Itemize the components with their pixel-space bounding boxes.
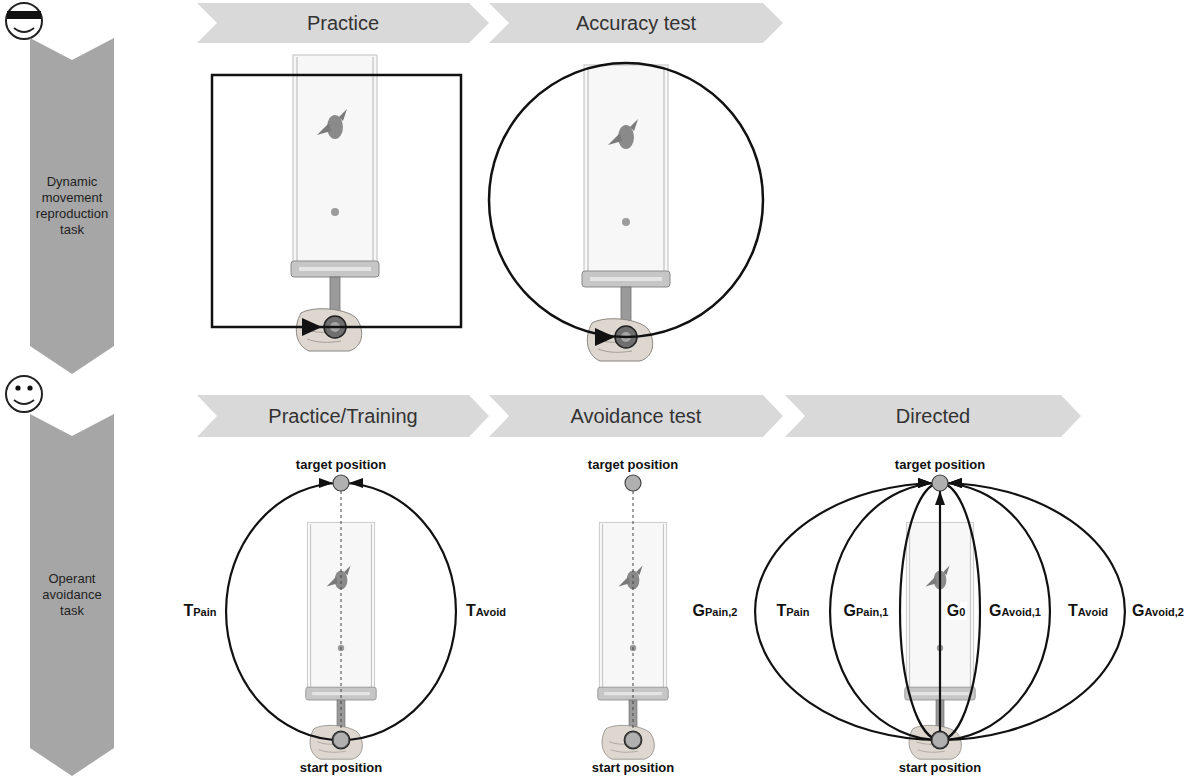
trajectory-path xyxy=(341,483,456,740)
direction-arrow xyxy=(302,318,322,336)
task-band: Operant avoidance task xyxy=(30,414,114,776)
dashed-midline xyxy=(341,491,342,732)
dashed-midline xyxy=(633,491,634,732)
trajectory-label: TPain xyxy=(181,602,218,620)
manipulandum-picture xyxy=(582,65,670,361)
phase-chevron: Accuracy test xyxy=(489,3,783,43)
phase-chevron: Practice xyxy=(197,3,489,43)
trajectory-path xyxy=(830,483,940,740)
trajectory-label: TAvoid xyxy=(1066,602,1110,620)
trajectory-path xyxy=(939,483,941,732)
trajectory-path xyxy=(226,483,341,740)
trajectory-label: GPain,2 xyxy=(691,602,740,620)
trajectory-path xyxy=(940,483,1125,740)
trajectory-path xyxy=(940,483,1050,740)
trajectory-path xyxy=(940,483,980,740)
trajectory-label: TPain xyxy=(774,602,811,620)
trajectory-path xyxy=(755,483,940,740)
trajectory-label: G0 xyxy=(945,602,968,620)
task-name: Dynamic movement reproduction task xyxy=(30,174,114,239)
start-dot xyxy=(625,732,641,748)
task-band: Dynamic movement reproduction task xyxy=(30,38,114,374)
direction-arrow xyxy=(595,328,615,346)
phase-name: Avoidance test xyxy=(547,405,726,428)
trajectory-label: TAvoid xyxy=(464,602,508,620)
task-name: Operant avoidance task xyxy=(30,571,114,620)
position-label: target position xyxy=(586,458,680,473)
position-label: start position xyxy=(590,761,676,776)
phase-name: Practice xyxy=(283,12,403,35)
square-path xyxy=(212,75,461,327)
trajectory-label: GPain,1 xyxy=(842,602,891,620)
trajectory-label: GAvoid,1 xyxy=(987,602,1043,620)
trajectory-path xyxy=(900,483,940,740)
manipulandum-picture xyxy=(291,55,379,351)
position-label: start position xyxy=(897,761,983,776)
trajectory-label: GAvoid,2 xyxy=(1130,602,1186,620)
blindfold-smiley xyxy=(6,3,42,39)
position-label: target position xyxy=(893,458,987,473)
start-dot xyxy=(333,732,349,748)
circle-path xyxy=(489,63,763,337)
target-dot xyxy=(932,475,948,491)
position-label: target position xyxy=(294,458,388,473)
position-label: start position xyxy=(298,761,384,776)
phase-name: Accuracy test xyxy=(552,12,720,35)
phase-name: Practice/Training xyxy=(244,405,441,428)
target-dot xyxy=(333,475,349,491)
phase-chevron: Avoidance test xyxy=(489,395,783,437)
smiley xyxy=(6,376,42,412)
phase-name: Directed xyxy=(872,405,994,428)
phase-chevron: Practice/Training xyxy=(197,395,489,437)
target-dot xyxy=(625,475,641,491)
start-dot xyxy=(932,732,948,748)
phase-chevron: Directed xyxy=(785,395,1081,437)
